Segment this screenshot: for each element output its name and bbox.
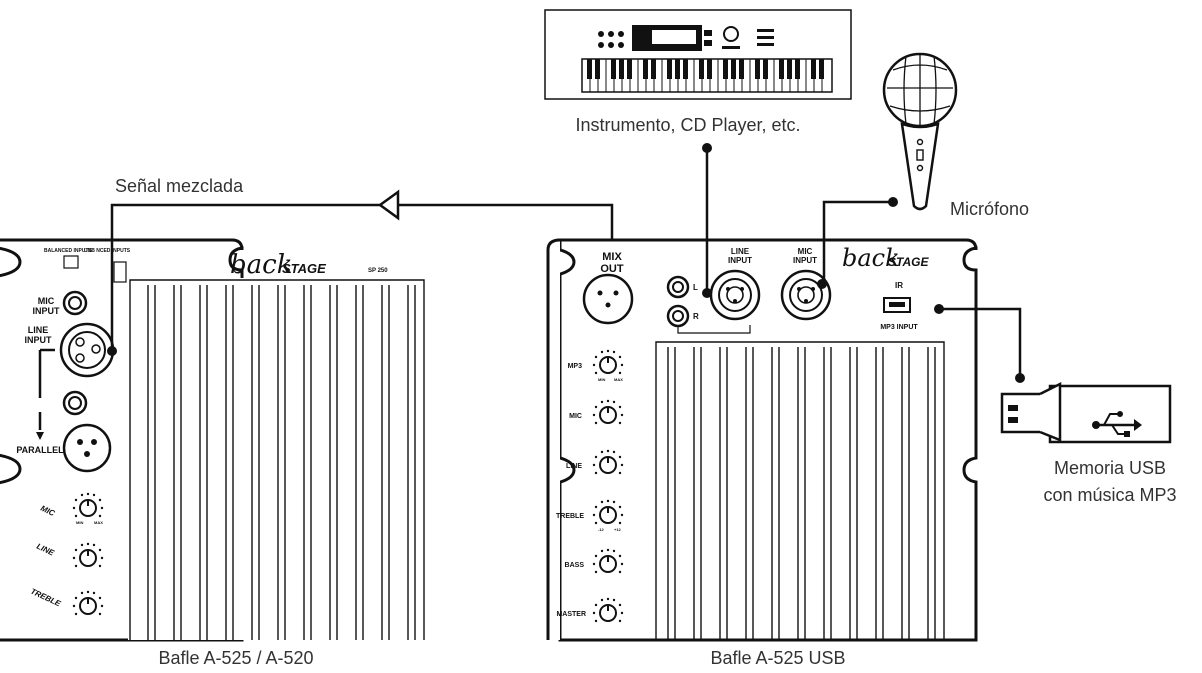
right-knobs: MP3 MIC LINE TREBLE BASS MASTER MIN MAX …: [556, 349, 623, 623]
knob-label-mic: MIC: [569, 413, 582, 420]
mp3-min-label: MIN: [598, 377, 605, 382]
line-input-label-1: LINE: [731, 247, 750, 256]
mix-out-label-2: OUT: [600, 263, 624, 275]
rca-right-label: R: [693, 312, 699, 321]
knob-master[interactable]: [599, 604, 617, 622]
knob-label-treble: TREBLE: [556, 513, 584, 520]
microphone-illustration: [882, 52, 958, 211]
mix-out-xlr-jack[interactable]: [582, 273, 634, 325]
left-max-label: MAX: [94, 520, 103, 525]
right-speaker-caption: Bafle A-525 USB: [710, 648, 845, 668]
knob-treble[interactable]: [599, 506, 617, 524]
instrument-caption: Instrumento, CD Player, etc.: [575, 115, 800, 135]
usb-icon: [1092, 411, 1142, 437]
left-min-label: MIN: [76, 520, 83, 525]
mic-input-label-1: MIC: [798, 247, 813, 256]
left-mic-jack[interactable]: [62, 290, 88, 316]
usb-stick-illustration: [1000, 381, 1172, 444]
line-input-label-2: INPUT: [25, 335, 53, 345]
signal-caption: Señal mezclada: [115, 176, 244, 196]
unbalanced-inputs-label: UNB NCED INPUTS: [84, 248, 131, 254]
mic-input-label-2: INPUT: [33, 306, 61, 316]
line-input-label-2: INPUT: [728, 256, 752, 265]
signal-direction-arrow: [377, 189, 400, 221]
microphone-caption: Micrófono: [950, 199, 1029, 219]
treble-max-label: +12: [614, 527, 622, 532]
knob-label-master: MASTER: [556, 611, 586, 618]
right-brand-stage: STAGE: [888, 255, 929, 269]
left-line-xlr-jack[interactable]: [59, 322, 115, 378]
knob-line[interactable]: [599, 456, 617, 474]
left-model-label: SP 250: [368, 268, 388, 274]
mic-input-label-2: INPUT: [793, 256, 817, 265]
ir-label: IR: [895, 281, 903, 290]
usb-port[interactable]: [883, 297, 911, 313]
left-speaker-caption: Bafle A-525 / A-520: [158, 648, 313, 668]
parallel-label: PARALLEL: [16, 445, 64, 455]
right-speaker-panel: back STAGE MIX OUT L R LINE INPUT MIC: [546, 238, 978, 642]
line-input-combo-jack[interactable]: [709, 269, 761, 321]
keyboard-illustration: [544, 9, 852, 100]
left-parallel-jack[interactable]: [62, 390, 88, 416]
signal-wires: [107, 143, 1025, 383]
rca-left-label: L: [693, 283, 698, 292]
rca-jack-left[interactable]: [666, 275, 690, 299]
right-brand-logo: back: [842, 244, 900, 272]
mp3-max-label: MAX: [614, 377, 623, 382]
input-switch[interactable]: [63, 255, 79, 269]
knob-label-bass: BASS: [565, 562, 585, 569]
mic-input-label-1: MIC: [38, 296, 55, 306]
usb-caption-line2: con música MP3: [1043, 485, 1176, 505]
knob-mp3[interactable]: [599, 356, 617, 374]
treble-min-label: -12: [598, 527, 605, 532]
left-brand-stage: STAGE: [282, 261, 326, 276]
balanced-inputs-label: BALANCED INPUTS: [44, 248, 92, 254]
left-parallel-xlr-jack[interactable]: [62, 423, 112, 473]
knob-mic[interactable]: [599, 406, 617, 424]
left-knob-line[interactable]: [79, 549, 97, 567]
right-heatsink: [655, 341, 945, 640]
line-input-label-1: LINE: [28, 325, 49, 335]
left-knob-treble[interactable]: [79, 597, 97, 615]
usb-caption-line1: Memoria USB: [1054, 458, 1166, 478]
knob-label-mp3: MP3: [568, 363, 583, 370]
left-brand-logo: back: [230, 250, 292, 280]
knob-label-line: LINE: [566, 463, 582, 470]
mix-out-label-1: MIX: [602, 251, 622, 263]
left-knob-mic[interactable]: [79, 499, 97, 517]
rca-jack-right[interactable]: [666, 304, 690, 328]
mp3-input-label: MP3 INPUT: [880, 324, 918, 331]
left-heatsink: [129, 279, 425, 640]
level-switch[interactable]: [113, 261, 127, 283]
knob-bass[interactable]: [599, 555, 617, 573]
left-speaker-panel: BALANCED INPUTS UNB NCED INPUTS back STA…: [0, 238, 425, 642]
